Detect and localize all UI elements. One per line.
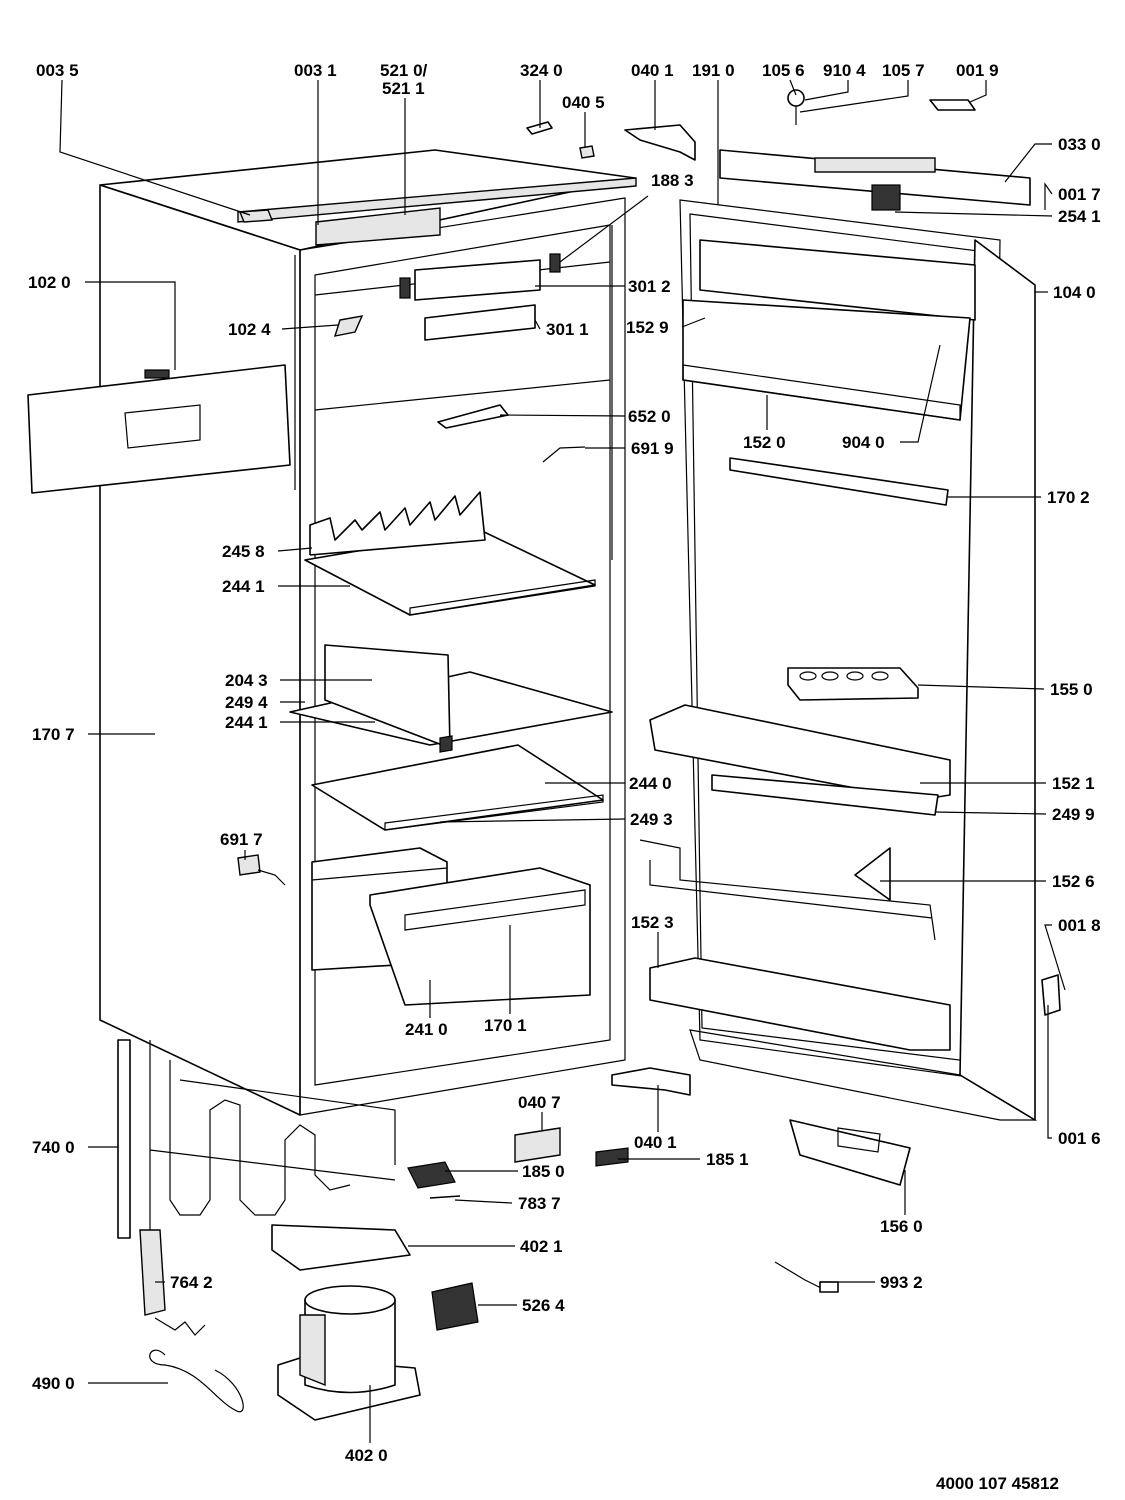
part-label-p1529: 152 9 (626, 318, 669, 337)
leader-line-p1020 (85, 281, 176, 370)
lower-small-parts (407, 974, 1061, 1293)
leader-line-p9040 (900, 344, 941, 443)
part-label-p6919: 691 9 (631, 439, 674, 458)
part-label-p1040: 104 0 (1053, 283, 1096, 302)
door-bins (639, 667, 951, 1051)
leader-line-p2458 (277, 547, 313, 552)
top-bracket (719, 89, 1031, 211)
leader-line-p9104 (804, 80, 849, 101)
part-label-p0035: 003 5 (36, 61, 79, 80)
leader-line-p0018 (1044, 924, 1066, 991)
part-label-p6917: 691 7 (220, 830, 263, 849)
leader-line-p2541 (894, 211, 1053, 217)
part-label-p9040: 904 0 (842, 433, 885, 452)
leader-line-p1529 (681, 317, 706, 328)
leader-line-p1883 (559, 195, 649, 263)
part-label-p7642: 764 2 (170, 1273, 213, 1292)
part-label-p1560: 156 0 (880, 1217, 923, 1236)
part-label-p4021: 402 1 (520, 1237, 563, 1256)
leader-line-p1550 (917, 684, 1045, 690)
leader-line-p0017 (1044, 182, 1053, 210)
part-label-p7837: 783 7 (518, 1194, 561, 1213)
leader-line-p7837 (454, 1199, 513, 1204)
part-label-p2494: 249 4 (225, 693, 268, 712)
part-label-p2499: 249 9 (1052, 805, 1095, 824)
part-label-p2441b: 244 1 (225, 713, 268, 732)
part-label-p1057: 105 7 (882, 61, 925, 80)
part-label-p2541: 254 1 (1058, 207, 1101, 226)
leader-line-p1057 (799, 80, 909, 113)
part-label-p2493: 249 3 (630, 810, 673, 829)
condenser (117, 1039, 396, 1336)
part-label-p1523: 152 3 (631, 913, 674, 932)
part-label-p2440: 244 0 (629, 774, 672, 793)
leader-line-p0035 (59, 79, 251, 216)
part-label-p0330: 033 0 (1058, 135, 1101, 154)
part-label-p1550: 155 0 (1050, 680, 1093, 699)
part-label-p0019: 001 9 (956, 61, 999, 80)
part-label-p0017: 001 7 (1058, 185, 1101, 204)
part-labels: 003 5 003 1 521 0/521 1 324 0 040 1 040 5 191 … (28, 61, 1101, 1465)
part-label-p0401a: 040 1 (631, 61, 674, 80)
leader-line-p0016 (1047, 1005, 1052, 1139)
part-label-p1056: 105 6 (762, 61, 805, 80)
part-label-p9932: 993 2 (880, 1273, 923, 1292)
part-label-p5210: 521 0/ (380, 61, 428, 80)
upper-glass-shelf (304, 491, 596, 616)
leader-line-p0330 (1004, 143, 1052, 183)
part-label-p1520: 152 0 (743, 433, 786, 452)
leader-line-p2499 (934, 811, 1047, 815)
part-label-p2441a: 244 1 (222, 577, 265, 596)
controls (333, 253, 586, 463)
compressor (149, 1224, 479, 1421)
part-label-p1850: 185 0 (522, 1162, 565, 1181)
part-label-p2458: 245 8 (222, 542, 265, 561)
leader-line-p3011 (534, 319, 541, 330)
part-label-p0018: 001 8 (1058, 916, 1101, 935)
part-label-p0405: 040 5 (562, 93, 605, 112)
part-label-p2043: 204 3 (225, 671, 268, 690)
part-label-p3240: 324 0 (520, 61, 563, 80)
leader-line-p1056 (789, 79, 797, 96)
part-label-p7400: 740 0 (32, 1138, 75, 1157)
leader-line-p6520 (499, 414, 626, 417)
part-label-p1851: 185 1 (706, 1150, 749, 1169)
freezer-flap (27, 364, 291, 494)
part-label-p2410: 241 0 (405, 1020, 448, 1039)
part-label-p1020: 102 0 (28, 273, 71, 292)
crisper (237, 854, 591, 1006)
upper-door-shelf (682, 239, 976, 506)
part-label-p9104: 910 4 (823, 61, 866, 80)
part-label-p0401b: 040 1 (634, 1133, 677, 1152)
leader-line-p2493 (439, 818, 626, 823)
part-label-p1910: 191 0 (692, 61, 735, 80)
glass-shelf-2440 (311, 744, 604, 831)
part-label-p1701: 170 1 (484, 1016, 527, 1035)
part-label-p0407: 040 7 (518, 1093, 561, 1112)
part-label-p4900: 490 0 (32, 1374, 75, 1393)
lower-glass-shelf (289, 644, 613, 753)
part-label-p0016: 001 6 (1058, 1129, 1101, 1148)
part-label-p5211: 521 1 (382, 79, 425, 98)
leader-line-p1024 (281, 324, 339, 330)
part-label-p3011: 301 1 (546, 320, 589, 339)
part-label-p1883: 188 3 (651, 171, 694, 190)
part-label-p1707: 170 7 (32, 725, 75, 744)
document-number: 4000 107 45812 (936, 1474, 1059, 1493)
door (689, 239, 1038, 1121)
part-label-p1024: 102 4 (228, 320, 271, 339)
part-label-p4020: 402 0 (345, 1446, 388, 1465)
part-label-p0031: 003 1 (294, 61, 337, 80)
leader-lines (59, 79, 1066, 1443)
part-label-p1526: 152 6 (1052, 872, 1095, 891)
leader-line-p0019 (969, 80, 987, 103)
part-label-p1702: 170 2 (1047, 488, 1090, 507)
part-label-p1521: 152 1 (1052, 774, 1095, 793)
top-small-parts (238, 121, 696, 223)
part-label-p3012: 301 2 (628, 277, 671, 296)
part-label-p5264: 526 4 (522, 1296, 565, 1315)
part-label-p6520: 652 0 (628, 407, 671, 426)
